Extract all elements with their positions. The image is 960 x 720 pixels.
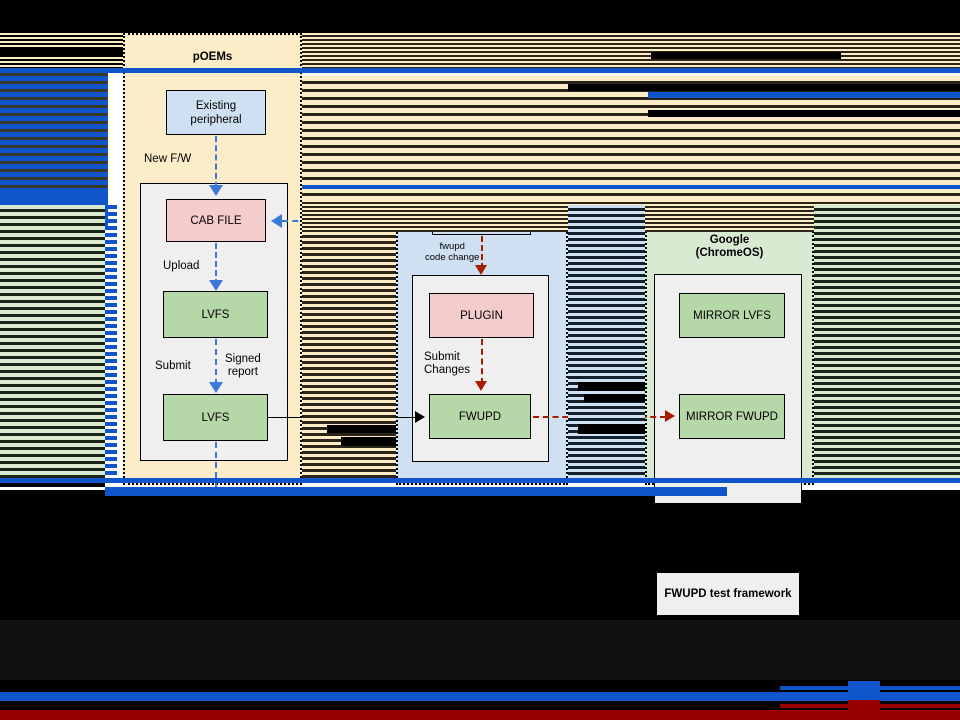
arrowhead-down-plugin (475, 265, 487, 275)
node-new-peripheral[interactable]: New Peripheral (432, 205, 531, 235)
node-cab-file[interactable]: CAB FILE (166, 199, 266, 242)
edge-lvfs-to-lvfs (215, 339, 217, 385)
label-new-fw: New F/W (144, 153, 192, 165)
lane-divider-dashed (126, 68, 302, 70)
glitch-stripe (780, 686, 960, 690)
node-label: LVFS (201, 308, 230, 321)
diagram-canvas: pOEMs Plugin Developers/ Chipset Vendors… (0, 33, 960, 504)
node-label: MIRROR FWUPD (686, 410, 778, 423)
arrowhead-down-cab (209, 185, 223, 196)
glitch-stripe (848, 681, 880, 701)
label-upload: Upload (163, 260, 200, 272)
label-submit-changes: Submit Changes (424, 351, 471, 376)
node-label: Existing peripheral (190, 99, 242, 126)
edge-cab-to-lvfs (215, 243, 217, 285)
arrowhead-down-lvfs1 (209, 280, 223, 291)
edge-lvfs-tail (215, 442, 217, 488)
arrowhead-down-fwupd (475, 381, 487, 391)
edge-plugin-to-fwupd (481, 339, 483, 384)
edge-existing-to-cab (215, 136, 217, 188)
bottom-dark-band (0, 620, 960, 680)
card-fwupd-test-framework: FWUPD test framework (657, 573, 799, 615)
node-fwupd[interactable]: FWUPD (429, 394, 531, 439)
node-plugin[interactable]: PLUGIN (429, 293, 534, 338)
lane-plugin-title: Plugin Developers/ Chipset Vendors (430, 153, 534, 178)
lane-poems-title: pOEMs (192, 51, 233, 63)
lane-google-title: Google (ChromeOS) (695, 234, 764, 259)
glitch-stripe (0, 692, 960, 701)
node-lvfs-upload[interactable]: LVFS (163, 291, 268, 338)
edge-newperipheral-to-plugin (481, 236, 483, 269)
edge-newperipheral-to-cab (282, 220, 432, 222)
node-lvfs-submit[interactable]: LVFS (163, 394, 268, 441)
edge-lvfs-to-fwupd (268, 417, 417, 418)
arrowhead-down-lvfs2 (209, 382, 223, 393)
edge-fwupd-to-mirror (533, 416, 666, 418)
glitch-stripe (848, 700, 880, 716)
glitch-stripe (0, 710, 960, 720)
arrowhead-left-cab (271, 214, 282, 228)
node-label: FWUPD (458, 410, 502, 423)
card-label: FWUPD test framework (664, 588, 792, 600)
arrowhead-right-mirror-fwupd (665, 410, 675, 422)
node-label: New Peripheral (442, 214, 521, 226)
node-label: CAB FILE (190, 214, 242, 227)
label-signed-report: Signed report (225, 353, 261, 378)
label-fwupd-code-change: fwupd code change (425, 241, 480, 263)
arrowhead-right-fwupd (415, 411, 425, 423)
label-submit: Submit (155, 360, 191, 372)
node-label: LVFS (201, 411, 230, 424)
node-label: MIRROR LVFS (693, 309, 771, 322)
node-existing-peripheral[interactable]: Existing peripheral (166, 90, 266, 135)
node-mirror-lvfs[interactable]: MIRROR LVFS (679, 293, 785, 338)
node-label: PLUGIN (460, 309, 503, 322)
glitch-stripe (780, 704, 960, 708)
node-mirror-fwupd[interactable]: MIRROR FWUPD (679, 394, 785, 439)
